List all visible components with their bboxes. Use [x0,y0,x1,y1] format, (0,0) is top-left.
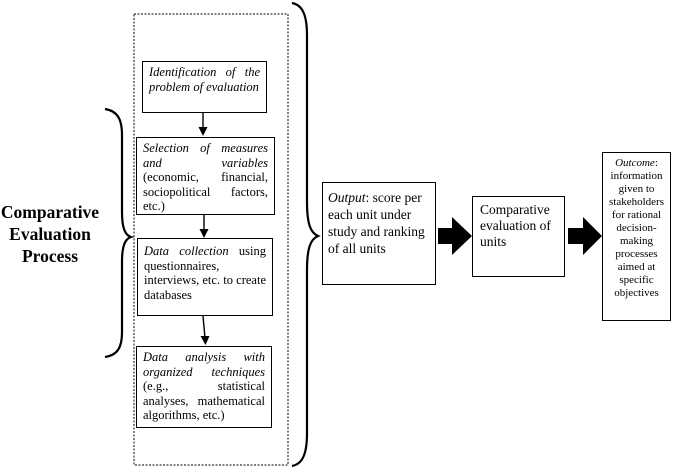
step-arrow-1 [198,112,208,136]
output-box: Output: score per each unit under study … [322,182,436,285]
process-label: Comparative Evaluation Process [0,201,100,267]
step-arrow-2 [199,215,209,238]
step-3-italic: Data collection [144,244,229,258]
process-label-line-1: Comparative [0,202,100,222]
step-3-plain: using questionnaires, interviews, etc. t… [144,244,266,302]
block-arrow-output-to-compare [438,217,472,255]
outcome-plain: : information given to stakeholders for … [609,157,664,299]
step-4-plain: (e.g., statistical analyses, mathematica… [143,379,265,422]
process-container [133,13,289,466]
left-brace [104,107,135,359]
right-brace [291,1,321,468]
process-label-line-2: Evaluation [9,224,91,244]
step-arrow-3 [200,315,210,345]
step-1-italic: Identification of the problem of evaluat… [149,65,260,94]
output-plain: : score per each unit under study and ra… [328,190,425,256]
comparative-text: Comparative evaluation of units [480,202,551,249]
step-2-italic: Selection of measures and variables [143,141,268,170]
step-4-italic: Data analysis with organized techniques [143,350,265,379]
step-box-identification: Identification of the problem of evaluat… [142,61,267,113]
step-box-data-collection: Data collection using questionnaires, in… [137,238,273,316]
output-italic: Output [328,190,366,205]
process-label-line-3: Process [21,246,79,266]
step-box-selection: Selection of measures and variables (eco… [136,137,275,215]
block-arrow-compare-to-outcome [568,217,602,255]
step-box-data-analysis: Data analysis with organized techniques … [136,346,272,428]
comparative-evaluation-box: Comparative evaluation of units [472,196,565,277]
outcome-italic: Outcome [615,157,655,169]
outcome-box: Outcome: information given to stakeholde… [602,152,671,321]
step-2-plain: (economic, financial, sociopolitical fac… [143,170,268,213]
